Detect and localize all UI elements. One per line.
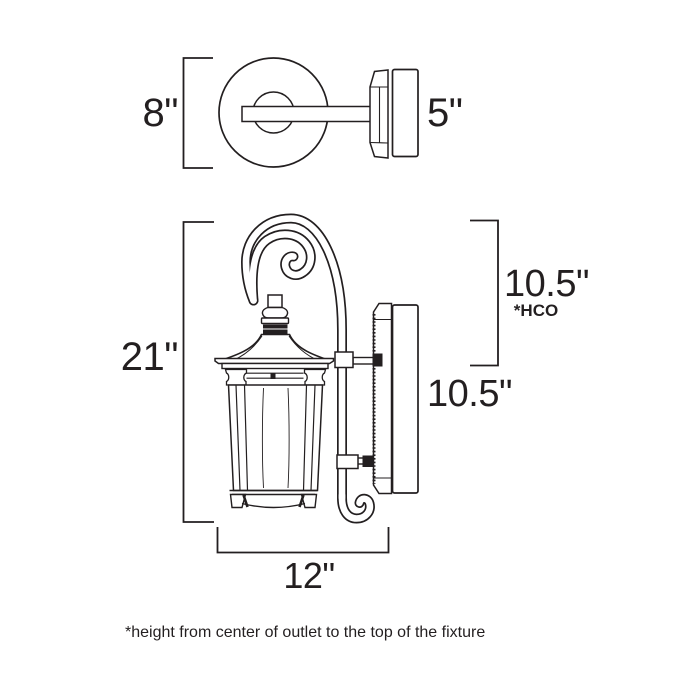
dim-bracket-21 [182,221,214,523]
dim-label-backplate: 10.5" [427,373,512,415]
backplate-side-lines [373,318,392,479]
mount-bar-upper [352,356,375,365]
clamp-upper [334,351,354,369]
backplate-side-profile [372,302,393,495]
finial-disc [260,317,290,325]
dim-label-5: 5" [427,91,462,135]
arm-bottom-hook-fill [338,491,374,522]
dim-note-hco: *HCO [514,301,558,320]
finial-block [267,294,283,309]
backplate-top-profile-lines [369,86,389,144]
cornice-center-stud [270,373,276,379]
lantern [214,294,335,509]
dim-label-21: 21" [121,335,178,379]
arm-top-rect [241,105,372,123]
body-post-lines [235,384,316,491]
bottom-pan [241,502,306,509]
dim-bracket-8 [182,57,213,169]
clamp-lower [336,454,359,470]
dim-label-hco: 10.5" [504,263,589,305]
roof-rim [214,357,335,365]
dim-bracket-12 [216,527,390,554]
scroll-arm [240,213,375,524]
footnote-text: *height from center of outlet to the top… [125,624,485,641]
bottom-wedge-left [229,493,247,509]
finial-vase [261,306,289,319]
side-view: 21" 10.5" *HCO 12" 10.5" [121,213,589,596]
corbel-left [224,368,248,386]
mount-block-upper [372,353,383,367]
dim-label-8: 8" [143,91,178,135]
mount-block-lower [362,455,373,467]
lantern-roof [217,333,333,363]
dim-label-12: 12" [283,555,334,596]
backplate-side: 10.5" [372,302,512,495]
backplate-face [391,304,419,494]
top-view: 8" 5" [143,57,463,169]
lantern-body [227,384,324,492]
mounting-hardware [334,351,383,470]
scroll-arm-spiral-fill [249,231,315,304]
dim-bracket-hco [470,219,499,367]
corbel-right [303,368,327,386]
roof-step [221,362,329,370]
glass-seed-lines [261,387,290,489]
scroll-arm-outer-fill [242,215,346,502]
backplate-top-face [391,68,419,158]
